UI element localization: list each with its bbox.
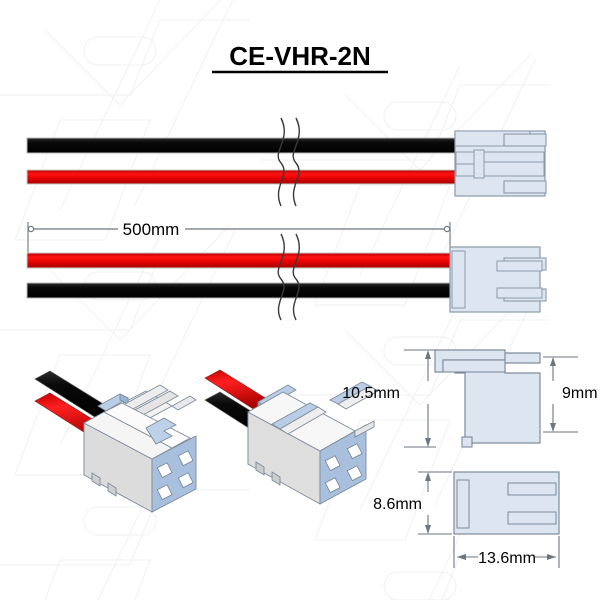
isometric-view-left [34,370,197,513]
wire-break-symbol-top [277,117,300,207]
dimension-height-8-6mm-label: 8.6mm [373,496,422,513]
dimension-height-8-6mm: 8.6mm [373,471,452,535]
wire-break-symbol-bottom [277,233,300,321]
dimension-width-13-6mm-label: 13.6mm [478,550,536,567]
isometric-view-right [204,369,379,505]
connector-female-side-view [449,246,547,313]
wire-red-bottom [26,252,458,269]
iso-right-connector [247,381,379,505]
page-title: CE-VHR-2N [229,41,371,71]
wire-black-top [26,137,458,154]
dimension-height-10-5mm: 10.5mm [342,349,436,448]
wire-black-bottom [26,282,458,299]
side-profile-view: 10.5mm 9mm [342,349,598,448]
dimension-height-9mm: 9mm [543,356,598,433]
wire-red-top [26,169,458,185]
front-view: 8.6mm 13.6mm [373,471,560,568]
dimension-length-label: 500mm [123,220,180,239]
dimension-height-9mm-label: 9mm [562,385,598,402]
dimension-width-13-6mm: 13.6mm [453,536,560,568]
connector-male-side-view [454,130,547,197]
assembly-bottom [26,233,547,321]
dimension-height-10-5mm-label: 10.5mm [342,385,400,402]
iso-left-connector [83,384,197,513]
assembly-top [26,117,547,207]
dimension-length-500mm: 500mm [27,220,451,258]
